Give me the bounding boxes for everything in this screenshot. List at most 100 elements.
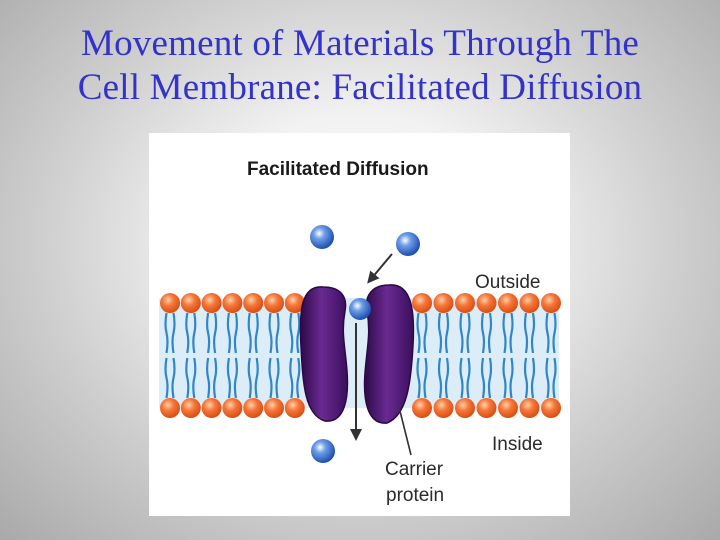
lipid-tail <box>296 312 301 354</box>
molecule-outside-left <box>310 225 334 249</box>
lipid-tail <box>192 357 197 399</box>
lipid-head <box>455 293 475 313</box>
lipid-tail <box>416 357 421 399</box>
slide-title-line-1: Movement of Materials Through The <box>80 23 640 64</box>
lipid-tail <box>466 312 471 354</box>
lipid-tail <box>487 357 493 399</box>
label-carrier-line-1: Carrier <box>385 459 444 480</box>
lipid-head <box>455 398 475 418</box>
lipid-head <box>541 398 561 418</box>
slide-title: Movement of Materials Through The Cell M… <box>0 22 720 110</box>
lipid-head <box>264 293 284 313</box>
lipid-tail <box>423 357 428 399</box>
lipid-tail <box>268 357 273 399</box>
lipid-tail <box>171 312 176 354</box>
lipid-tail <box>164 312 169 354</box>
lipid-tail <box>545 312 550 354</box>
molecule-in-channel <box>349 298 371 320</box>
lipid-tail <box>502 357 507 399</box>
lipid-tail <box>480 357 486 399</box>
label-outside: Outside <box>475 272 540 293</box>
lipid-tail <box>233 312 238 354</box>
lipid-head <box>222 293 243 313</box>
lipid-tail <box>523 312 529 354</box>
lipid-head <box>476 398 497 418</box>
lipid-tail <box>247 312 252 354</box>
lipid-tail <box>275 357 280 399</box>
lipid-tail <box>466 357 471 399</box>
lipid-tail <box>437 357 443 399</box>
lipid-head <box>264 398 284 418</box>
lipid-head <box>284 398 305 418</box>
lipid-tail <box>444 357 450 399</box>
lipid-tail <box>247 357 252 399</box>
molecule-outside-right <box>396 232 420 256</box>
lipid-tail <box>509 357 514 399</box>
lipid-head <box>412 293 432 313</box>
lipid-tail <box>289 357 294 399</box>
lipid-head <box>180 398 201 418</box>
slide-title-line-2: Cell Membrane: Facilitated Diffusion <box>77 67 643 108</box>
lipid-tail <box>523 357 529 399</box>
lipid-tail <box>268 312 273 354</box>
lipid-head <box>160 293 180 313</box>
lipid-head <box>180 293 201 313</box>
lipid-head <box>541 293 561 313</box>
lipid-tail <box>254 357 259 399</box>
lipid-tail <box>192 312 197 354</box>
lipid-tail <box>487 312 493 354</box>
lipid-tail <box>213 312 218 354</box>
lipid-tail <box>226 312 231 354</box>
membrane-diagram: Facilitated Diffusion Outside Inside Car… <box>159 159 561 506</box>
lipid-tail <box>459 312 464 354</box>
lipid-head <box>433 398 454 418</box>
figure-heading: Facilitated Diffusion <box>247 159 429 180</box>
lipid-tail <box>480 312 486 354</box>
lipid-head <box>476 293 497 313</box>
lipid-head <box>201 293 222 313</box>
lipid-tail <box>530 357 536 399</box>
lipid-tail <box>296 357 301 399</box>
lipid-tail <box>552 312 557 354</box>
lipid-head <box>201 398 222 418</box>
lipid-head <box>222 398 243 418</box>
lipid-head <box>519 293 540 313</box>
lipid-tail <box>545 357 550 399</box>
lipid-tail <box>509 312 514 354</box>
molecule-inside <box>311 439 335 463</box>
label-inside: Inside <box>492 434 543 455</box>
label-carrier-line-2: protein <box>386 485 444 506</box>
entry-arrow <box>367 253 393 284</box>
lipid-head <box>412 398 432 418</box>
lipid-tail <box>206 312 211 354</box>
lipid-tail <box>530 312 536 354</box>
lipid-tail <box>206 357 211 399</box>
lipid-tail <box>275 312 280 354</box>
lipid-tail <box>185 357 190 399</box>
lipid-head <box>243 293 264 313</box>
lipid-tail <box>254 312 259 354</box>
lipid-tail <box>213 357 218 399</box>
lipid-tail <box>171 357 176 399</box>
carrier-protein-left <box>299 286 349 422</box>
lipid-tail <box>459 357 464 399</box>
carrier-label-leader <box>398 406 412 456</box>
lipid-tail <box>289 312 294 354</box>
lipid-head <box>519 398 540 418</box>
lipid-tail <box>423 312 428 354</box>
phospholipid-heads <box>160 293 561 418</box>
lipid-tail <box>164 357 169 399</box>
lipid-head <box>243 398 264 418</box>
lipid-tail <box>552 357 557 399</box>
lipid-head <box>498 398 518 418</box>
lipid-tail <box>444 312 450 354</box>
phospholipid-tails <box>164 312 557 399</box>
lipid-head <box>433 293 454 313</box>
lipid-tail <box>502 312 507 354</box>
lipid-head <box>498 293 518 313</box>
lipid-tail <box>437 312 443 354</box>
facilitated-diffusion-figure: Facilitated Diffusion Outside Inside Car… <box>149 133 570 516</box>
lipid-head <box>160 398 180 418</box>
lipid-head <box>284 293 305 313</box>
lipid-tail <box>233 357 238 399</box>
